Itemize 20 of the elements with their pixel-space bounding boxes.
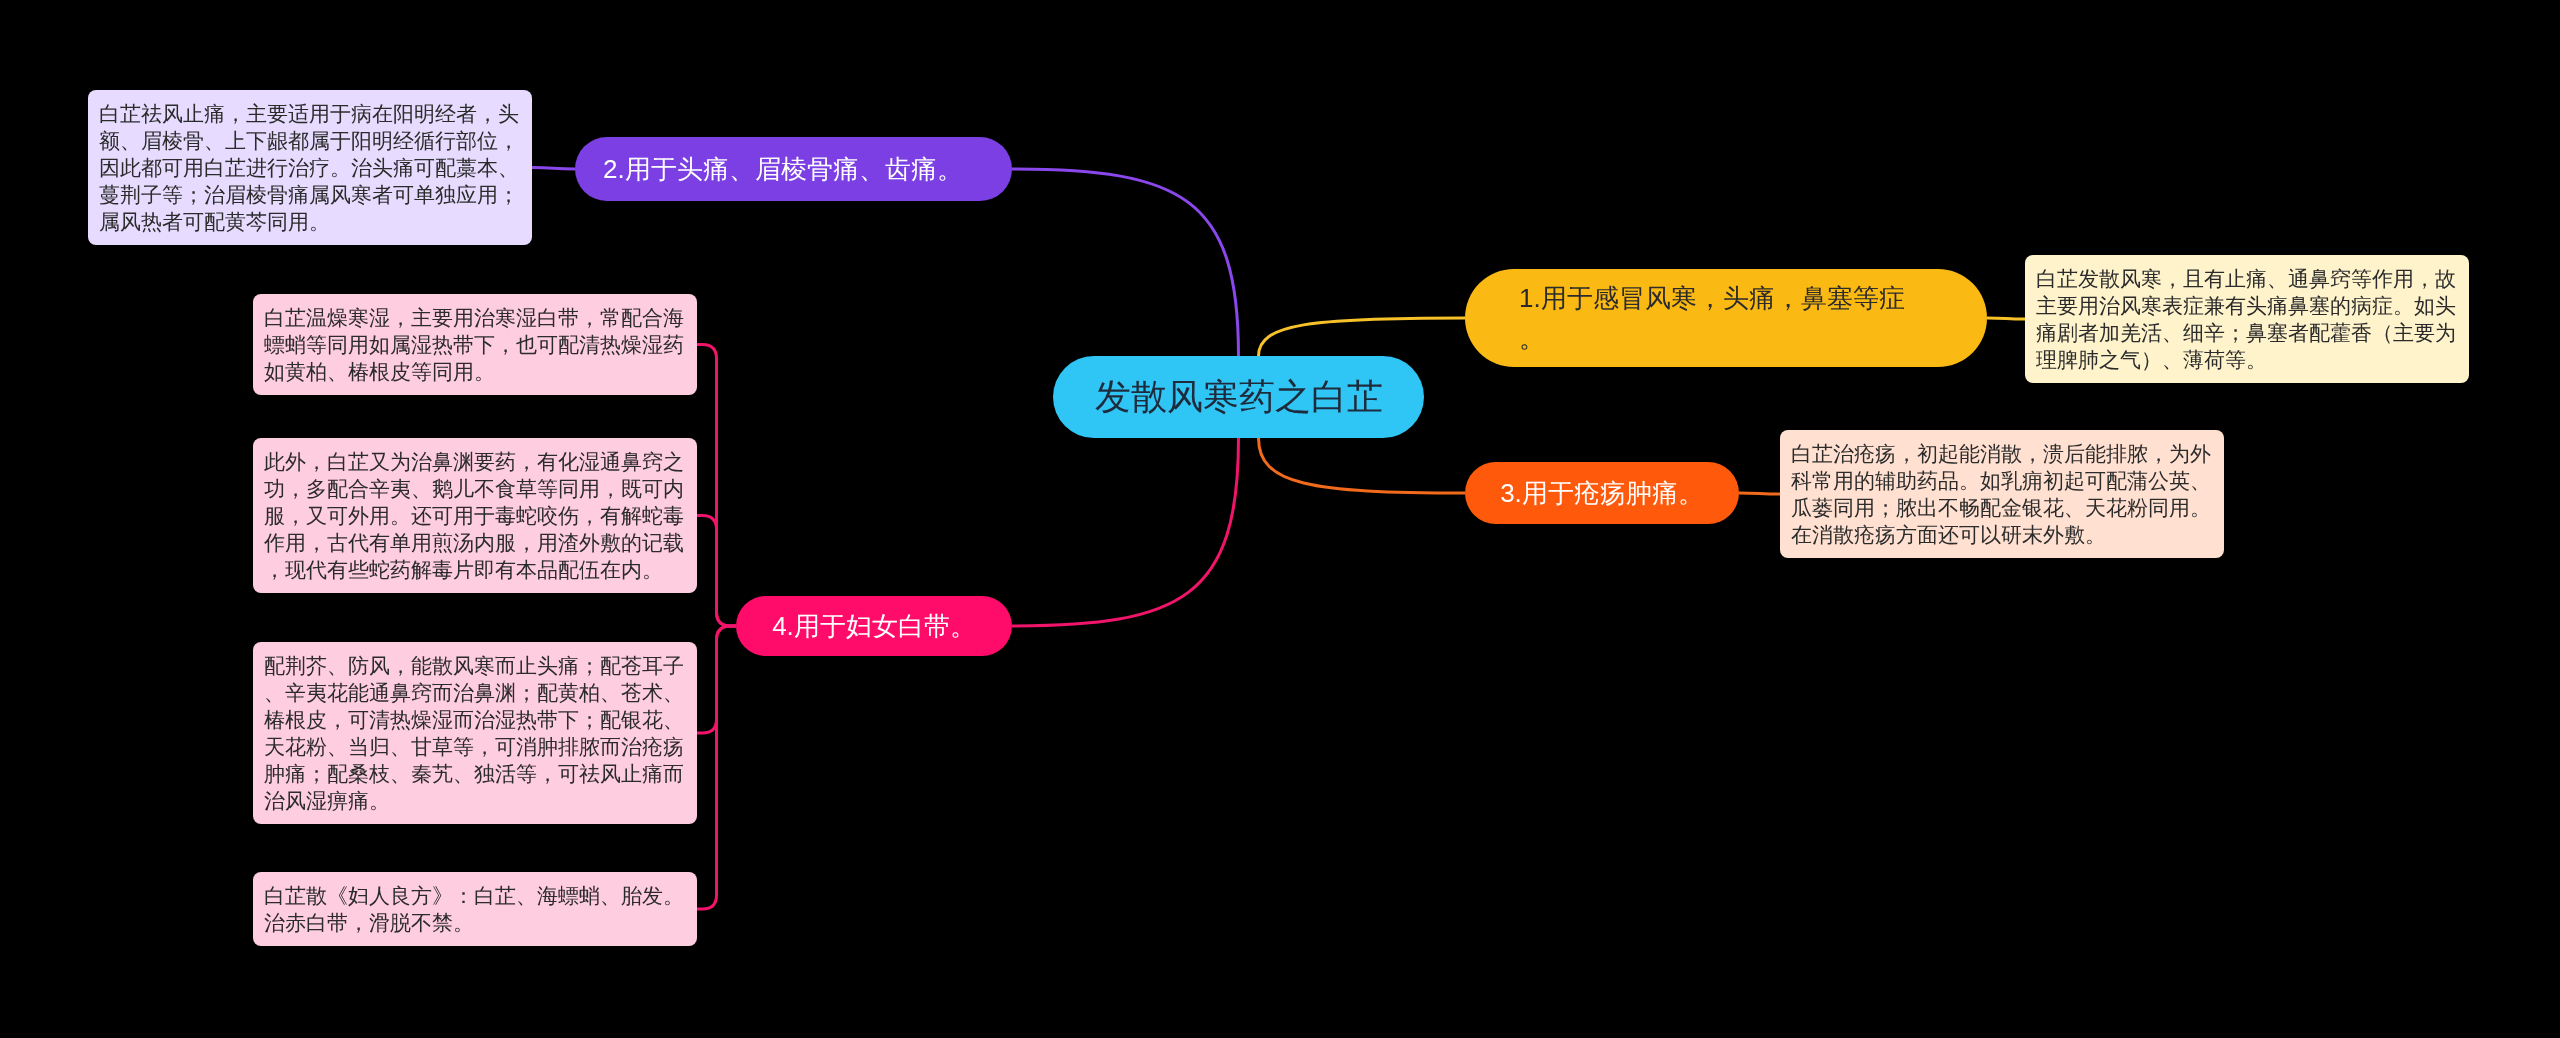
note-box: 白芷发散风寒，且有止痛、通鼻窍等作用，故主要用治风寒表症兼有头痛鼻塞的病症。如头痛剧者加羌活、细辛；鼻塞者配藿香（主要为理脾肺之气）、薄荷等。 [2025,255,2469,383]
connector-line [1257,437,1465,495]
connector-line [697,624,736,911]
connector-line [532,166,575,171]
connector-line [1011,437,1240,628]
topic-pill: 2.用于头痛、眉棱骨痛、齿痛。 [575,137,1012,201]
topic-pill: 4.用于妇女白带。 [736,596,1012,656]
topic-pill: 1.用于感冒风寒，头痛，鼻塞等症。 [1465,269,1987,367]
note-box: 白芷祛风止痛，主要适用于病在阳明经者，头额、眉棱骨、上下龈都属于阳明经循行部位，因此都可用白芷进行治疗。治头痛可配藁本、蔓荆子等；治眉棱骨痛属风寒者可单独应用；属风热者可配黄芩同用。 [88,90,532,245]
note-box: 此外，白芷又为治鼻渊要药，有化湿通鼻窍之功，多配合辛夷、鹅儿不食草等同用，既可内服，又可外用。还可用于毒蛇咬伤，有解蛇毒作用，古代有单用煎汤内服，用渣外敷的记载，现代有些蛇药解毒片即有本品配伍在内。 [253,438,697,593]
connector-line [1739,491,1780,496]
central-topic: 发散风寒药之白芷 [1053,356,1424,438]
note-box: 白芷治疮疡，初起能消散，溃后能排脓，为外科常用的辅助药品。如乳痈初起可配蒲公英、瓜蒌同用；脓出不畅配金银花、天花粉同用。在消散疮疡方面还可以研末外敷。 [1780,430,2224,558]
connector-line [1011,167,1240,357]
note-box: 配荆芥、防风，能散风寒而止头痛；配苍耳子、辛夷花能通鼻窍而治鼻渊；配黄柏、苍术、椿根皮，可清热燥湿而治湿热带下；配银花、天花粉、当归、甘草等，可消肿排脓而治疮疡肿痛；配桑枝、秦艽、独活等，可祛风止痛而治风湿痹痛。 [253,642,697,824]
note-box: 白芷温燥寒湿，主要用治寒湿白带，常配合海螵蛸等同用如属湿热带下，也可配清热燥湿药如黄柏、椿根皮等同用。 [253,294,697,395]
topic-pill: 3.用于疮疡肿痛。 [1465,462,1739,524]
connector-line [1987,316,2025,321]
note-box: 白芷散《妇人良方》：白芷、海螵蛸、胎发。治赤白带，滑脱不禁。 [253,872,697,946]
connector-line [1257,316,1465,357]
